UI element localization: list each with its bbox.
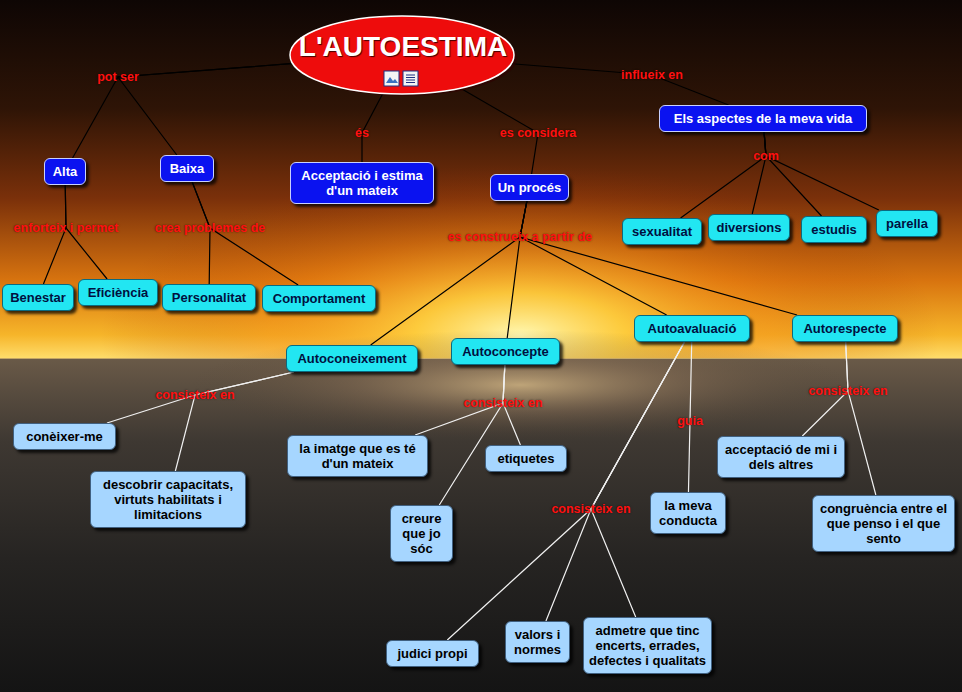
- node-text: diversions: [713, 220, 785, 235]
- text-icon: [406, 77, 415, 78]
- node-text: Acceptació i estima d'un mateix: [295, 168, 429, 198]
- detail-box: creure que jo sóc: [390, 505, 453, 562]
- detail-box: conèixer-me: [13, 423, 116, 450]
- connector-line: [764, 132, 821, 216]
- detail-box: acceptació de mi i dels altres: [717, 436, 845, 478]
- node-text: congruència entre el que penso i el que …: [817, 501, 950, 546]
- node-text: L'AUTOESTIMA: [287, 31, 519, 63]
- concept-box: Els aspectes de la meva vida: [659, 105, 867, 132]
- concept-box: sexualitat: [622, 218, 702, 245]
- concept-box: Autorespecte: [792, 315, 898, 342]
- resource-icon: [384, 71, 399, 86]
- connector-line: [681, 132, 766, 218]
- node-text: admetre que tinc encerts, errades, defec…: [588, 623, 707, 668]
- node-text: Personalitat: [167, 290, 251, 305]
- connector-line: [118, 63, 294, 155]
- connector-line: [503, 365, 520, 445]
- connector-line: [447, 342, 684, 640]
- connector-line: [415, 365, 505, 435]
- node-text: Autorespecte: [797, 321, 893, 336]
- concept-box: diversions: [708, 214, 790, 241]
- node-text: Autoconcepte: [456, 344, 555, 359]
- sea-reflection: [190, 330, 850, 440]
- node-text: Comportament: [267, 291, 371, 306]
- connector-line: [107, 372, 294, 423]
- connector-line: [507, 201, 527, 338]
- connector-line: [73, 63, 294, 158]
- detail-box: la imatge que es té d'un mateix: [287, 435, 428, 477]
- node-text: Eficiència: [83, 285, 153, 300]
- node-text: descobrir capacitats, virtuts habilitats…: [95, 477, 241, 522]
- node-text: Autoavaluació: [639, 321, 745, 336]
- connector-line: [802, 342, 848, 436]
- detail-box: judici propi: [386, 640, 479, 667]
- node-text: acceptació de mi i dels altres: [722, 442, 840, 472]
- node-text: Benestar: [7, 290, 69, 305]
- connector-line: [175, 372, 294, 471]
- detail-box: la meva conducta: [650, 492, 726, 534]
- node-text: creure que jo sóc: [395, 511, 448, 556]
- concept-box: parella: [876, 210, 938, 237]
- connector-line: [439, 365, 505, 505]
- title-ellipse: L'AUTOESTIMA: [287, 13, 519, 97]
- connector-line: [65, 185, 107, 279]
- concept-box: Personalitat: [162, 284, 256, 311]
- connector-line: [688, 342, 691, 492]
- text-icon: [406, 80, 415, 81]
- connector-line: [43, 185, 66, 284]
- resource-icon: [403, 71, 418, 86]
- connector-line: [764, 132, 879, 210]
- concept-box: Autoavaluació: [634, 315, 750, 342]
- node-text: Autoconeixement: [291, 351, 413, 366]
- concept-box: Benestar: [2, 284, 74, 311]
- node-text: Baixa: [165, 161, 209, 176]
- concept-box: Acceptació i estima d'un mateix: [290, 162, 434, 204]
- connector-line: [512, 64, 729, 105]
- concept-box: Comportament: [262, 285, 376, 312]
- node-text: Un procés: [495, 180, 564, 195]
- connector-line: [192, 182, 298, 285]
- concept-box: Eficiència: [78, 279, 158, 306]
- node-text: la imatge que es té d'un mateix: [292, 441, 423, 471]
- connector-line: [460, 88, 538, 174]
- text-icon: [406, 75, 415, 76]
- connector-line: [752, 132, 766, 214]
- concept-box: Un procés: [490, 174, 569, 201]
- connector-line: [546, 342, 684, 621]
- connector-line: [362, 92, 383, 162]
- concept-box: Autoconcepte: [451, 338, 560, 365]
- image-icon: [386, 77, 398, 83]
- concept-box: Baixa: [160, 155, 214, 182]
- node-text: estudis: [806, 222, 862, 237]
- connector-line: [591, 342, 684, 617]
- detail-box: admetre que tinc encerts, errades, defec…: [583, 617, 712, 674]
- detail-box: valors i normes: [505, 621, 570, 663]
- connector-line: [192, 182, 210, 284]
- concept-box: Alta: [44, 158, 86, 185]
- connector-line: [520, 201, 797, 315]
- detail-box: descobrir capacitats, virtuts habilitats…: [90, 471, 246, 528]
- node-text: judici propi: [391, 646, 474, 661]
- concept-box: estudis: [801, 216, 867, 243]
- text-icon: [406, 82, 415, 83]
- node-text: conèixer-me: [18, 429, 111, 444]
- connector-line: [371, 201, 527, 345]
- detail-box: congruència entre el que penso i el que …: [812, 495, 955, 552]
- concept-box: Autoconeixement: [286, 345, 418, 372]
- node-text: etiquetes: [490, 451, 562, 466]
- node-text: sexualitat: [627, 224, 697, 239]
- node-text: parella: [881, 216, 933, 231]
- node-text: Alta: [49, 164, 81, 179]
- node-text: valors i normes: [510, 627, 565, 657]
- node-text: la meva conducta: [655, 498, 721, 528]
- node-text: Els aspectes de la meva vida: [664, 111, 862, 126]
- connector-line: [846, 342, 876, 495]
- detail-box: etiquetes: [485, 445, 567, 472]
